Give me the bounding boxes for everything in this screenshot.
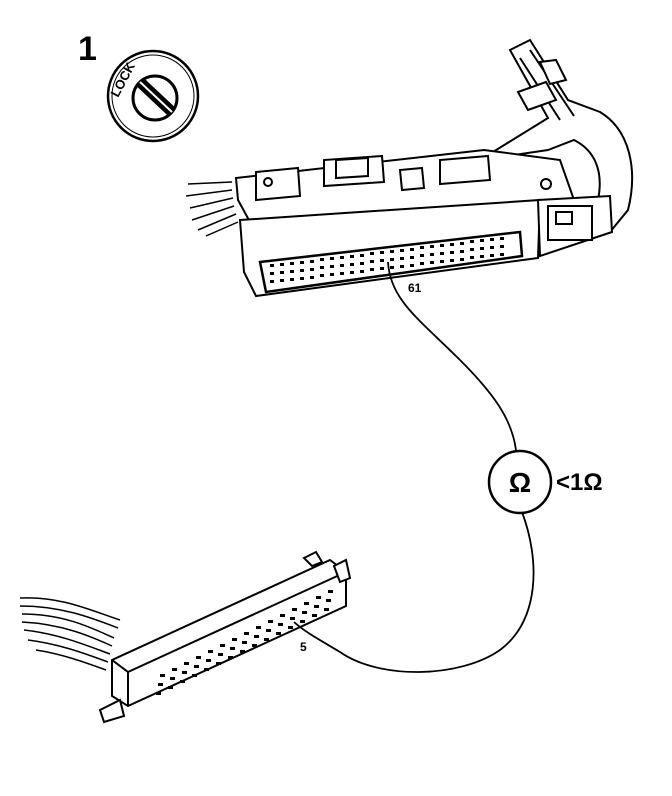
test-lead-connector: [293, 511, 535, 673]
ecu-wire-bundle: [185, 181, 239, 237]
ohmmeter-symbol: Ω: [509, 467, 531, 498]
resistance-spec: <1Ω: [556, 469, 603, 496]
ohmmeter-icon: Ω: [487, 449, 553, 515]
ignition-lock-icon: LOCK: [106, 49, 200, 143]
harness-connector: [19, 550, 352, 724]
ecu-connector: [185, 38, 634, 298]
harness-pin-grid: [156, 590, 333, 695]
harness-wire-bundle: [19, 597, 121, 671]
ecu-pin-grid: [270, 237, 504, 283]
step-number: 1: [78, 30, 97, 68]
pin-5-label: 5: [300, 640, 307, 654]
pin-61-label: 61: [408, 281, 422, 295]
test-lead-ecu: [387, 261, 517, 451]
